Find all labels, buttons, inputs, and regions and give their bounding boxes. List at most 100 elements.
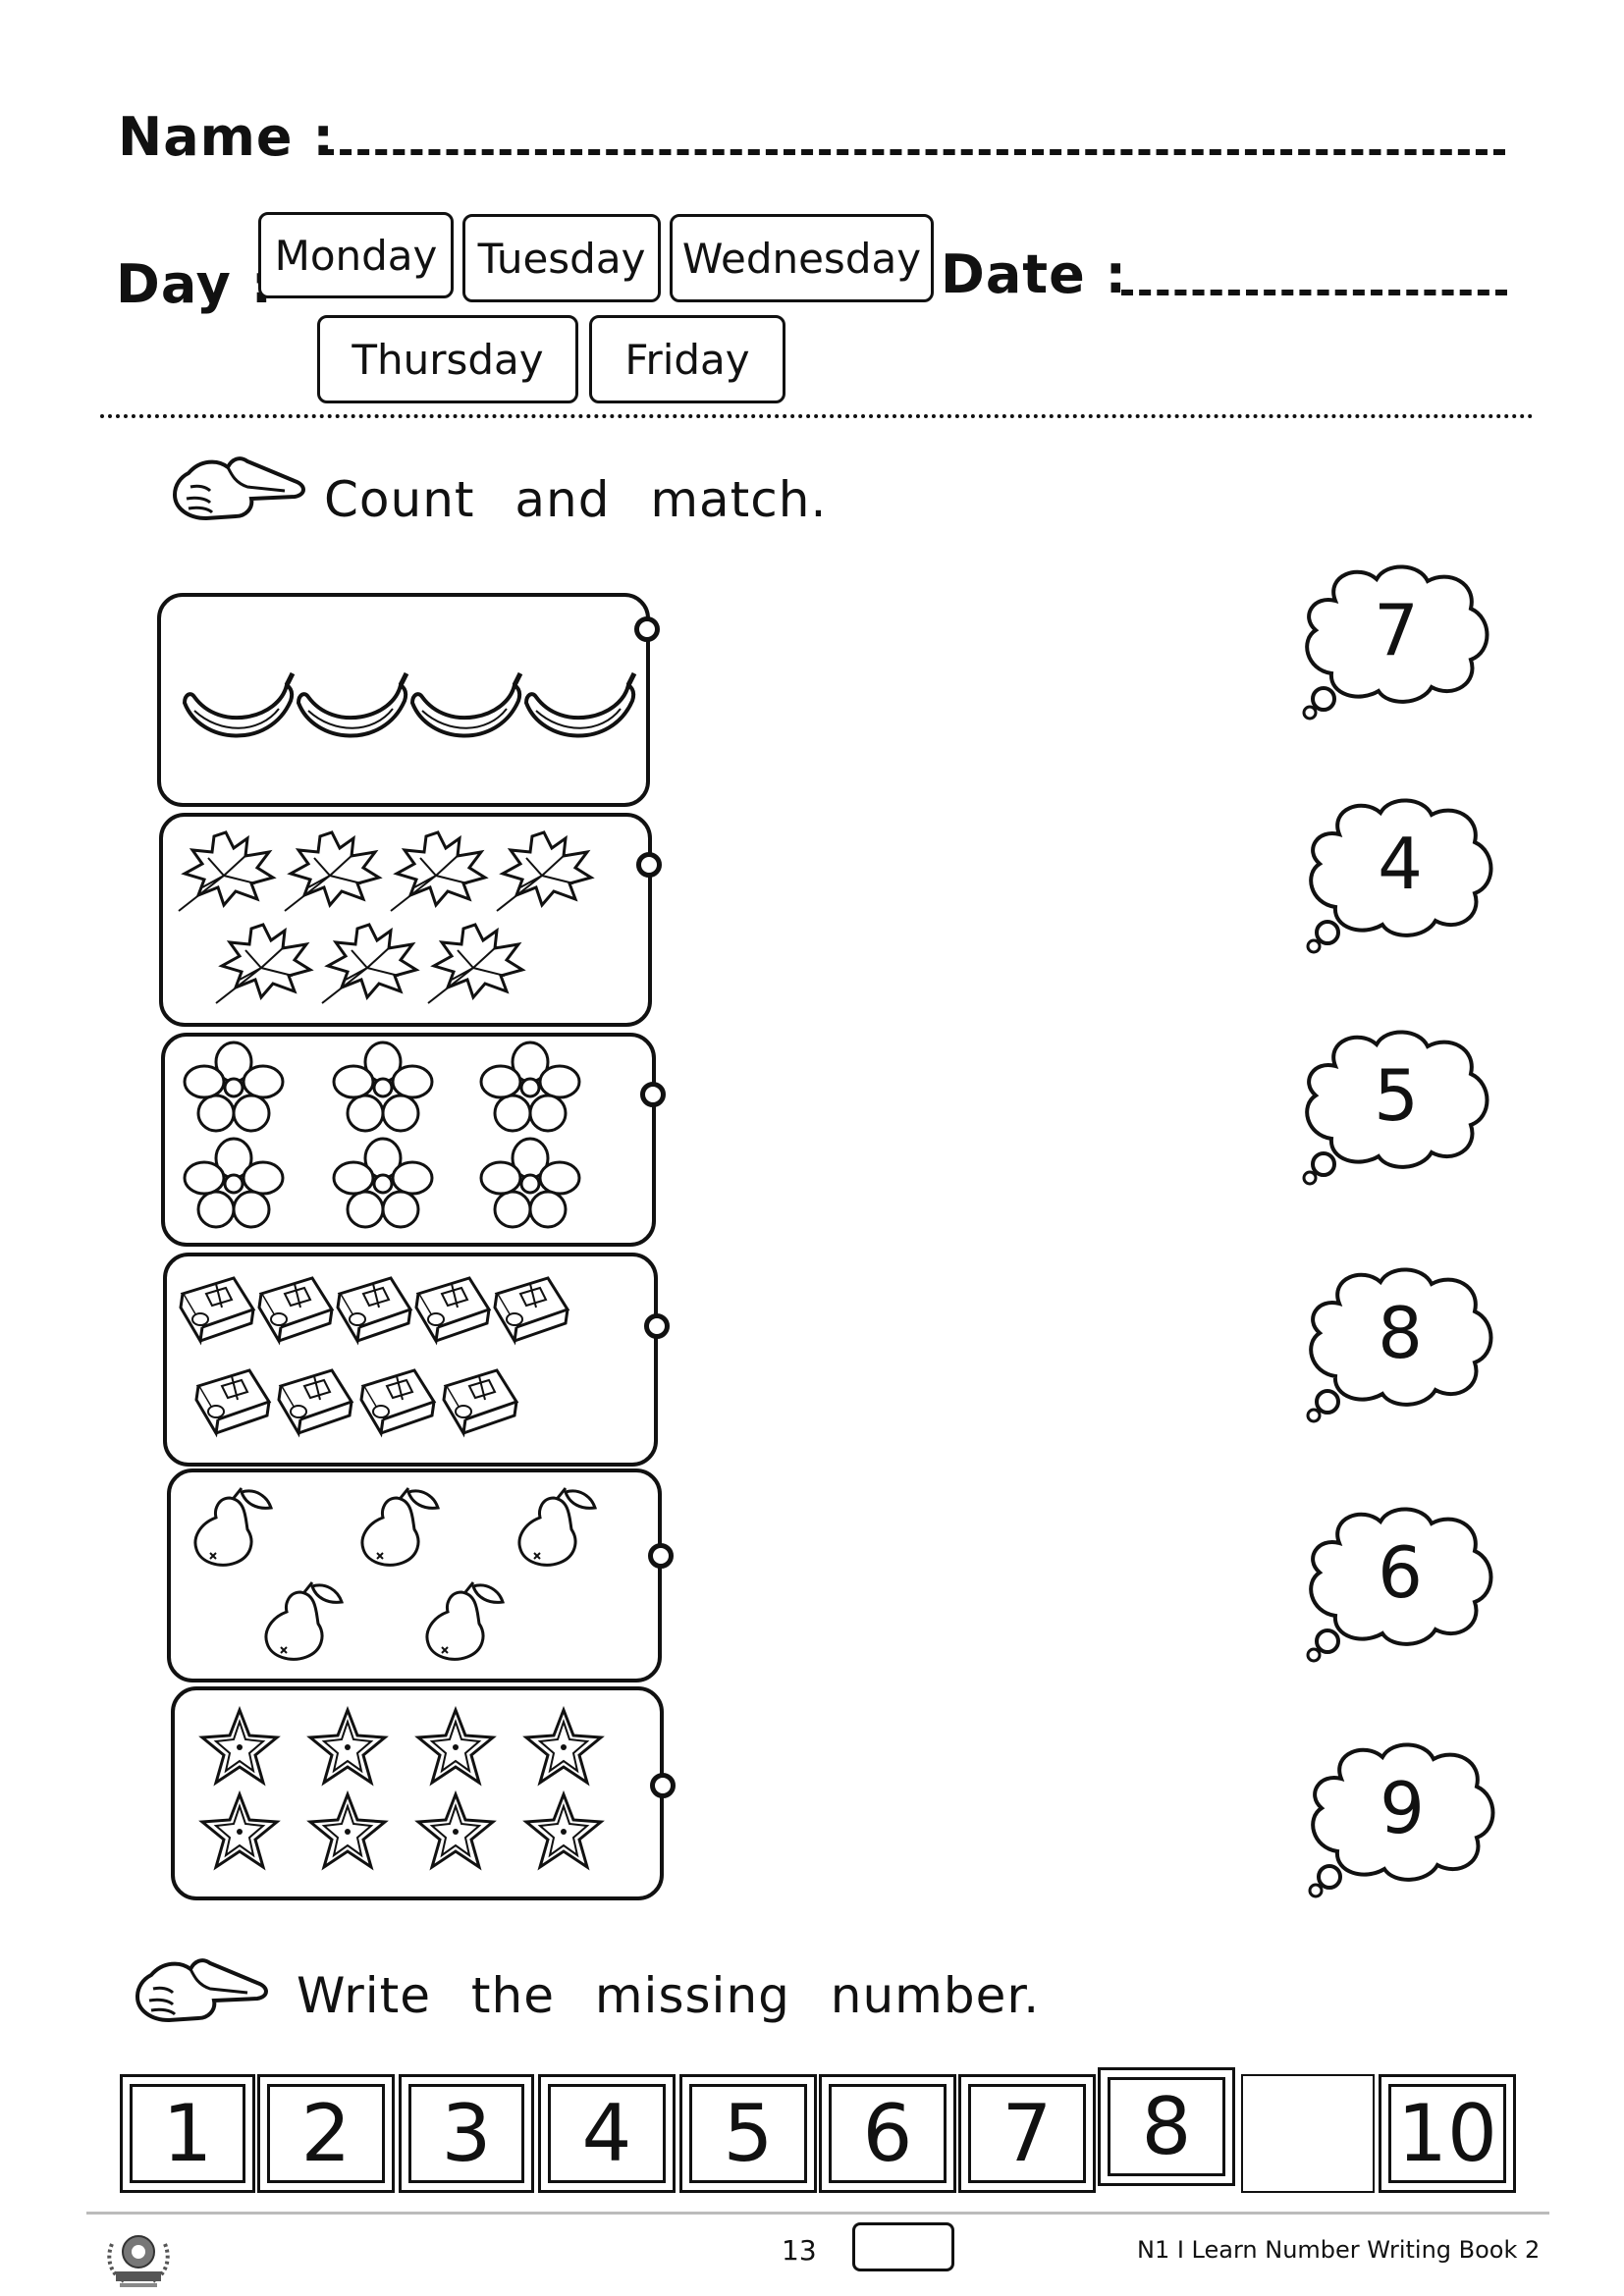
banana-group [161,597,652,807]
pear-icon [517,1486,597,1567]
instruction-count-match: Count and match. [324,471,828,528]
cloud-number: 5 [1374,1054,1419,1137]
number-cloud-3[interactable]: 5 [1296,1027,1502,1186]
number-box-5: 5 [679,2074,817,2193]
match-point-4[interactable] [644,1313,670,1339]
date-label: Date : [941,243,1128,305]
star-icon [200,1792,279,1869]
pear-icon [264,1580,344,1661]
number-value: 3 [408,2084,524,2183]
star-icon [416,1708,495,1785]
leaf-icon [283,830,381,913]
footer-rule [86,2212,1549,2215]
cloud-number: 6 [1378,1531,1423,1614]
number-cloud-4[interactable]: 8 [1300,1264,1506,1423]
number-cloud-5[interactable]: 6 [1300,1504,1506,1663]
leaf-icon [320,923,418,1005]
flower-icon [332,1137,434,1229]
sharpener-icon [336,1276,412,1343]
missing-number-box[interactable] [1241,2074,1375,2193]
day-option-wednesday[interactable]: Wednesday [670,214,934,302]
flower-icon [479,1041,581,1133]
sharpener-icon [179,1276,255,1343]
flower-icon [183,1041,285,1133]
number-box-7: 7 [958,2074,1096,2193]
number-box-8: 8 [1098,2067,1235,2186]
pear-icon [360,1486,440,1567]
number-value: 2 [267,2084,385,2183]
star-icon [524,1792,603,1869]
group-card-flowers [161,1033,656,1247]
match-point-5[interactable] [648,1543,674,1569]
group-card-bananas [157,593,650,807]
number-box-2: 2 [257,2074,395,2193]
day-label: Day : [116,253,274,315]
school-logo-icon [107,2235,170,2287]
pear-icon [193,1486,273,1567]
number-box-6: 6 [819,2074,956,2193]
sharpener-icon [277,1368,353,1435]
banana-icon [526,673,634,736]
day-option-thursday[interactable]: Thursday [317,315,578,403]
number-value: 4 [548,2084,666,2183]
star-icon [308,1792,387,1869]
star-icon [524,1708,603,1785]
banana-icon [298,673,406,736]
star-icon [308,1708,387,1785]
number-cloud-1[interactable]: 7 [1296,561,1502,721]
header-divider [100,414,1534,418]
number-cloud-2[interactable]: 4 [1300,795,1506,954]
cloud-number: 4 [1378,823,1423,905]
star-icon [200,1708,279,1785]
day-option-tuesday[interactable]: Tuesday [462,214,661,302]
banana-icon [412,673,520,736]
name-label: Name : [118,106,335,168]
instruction-missing-number: Write the missing number. [297,1967,1041,2024]
match-point-6[interactable] [650,1773,676,1798]
pointing-hand-icon [172,456,305,521]
sharpener-icon [442,1368,518,1435]
sharpener-group [179,1276,569,1435]
flower-icon [183,1137,285,1229]
number-box-10: 10 [1379,2074,1516,2193]
sharpener-icon [414,1276,491,1343]
pointing-hand-icon [135,1958,268,2023]
cloud-number: 7 [1374,589,1419,671]
missing-number-input[interactable] [1250,2083,1366,2184]
match-point-3[interactable] [640,1082,666,1107]
number-cloud-6[interactable]: 9 [1302,1739,1508,1898]
flower-icon [479,1137,581,1229]
number-box-3: 3 [399,2074,534,2193]
page-score-box[interactable] [852,2222,954,2271]
date-field[interactable] [1121,290,1507,295]
leaf-icon [426,923,524,1005]
number-box-1: 1 [120,2074,255,2193]
number-value: 7 [968,2084,1086,2183]
star-icon [416,1792,495,1869]
sharpener-icon [493,1276,569,1343]
leaf-icon [389,830,487,913]
page-number: 13 [782,2234,817,2267]
leaf-icon [177,830,275,913]
day-option-friday[interactable]: Friday [589,315,785,403]
number-value: 6 [829,2084,947,2183]
pear-icon [425,1580,505,1661]
number-value: 1 [130,2084,245,2183]
cloud-number: 9 [1380,1767,1425,1849]
group-card-stars [171,1686,664,1900]
group-card-pears [167,1468,662,1682]
book-title: N1 I Learn Number Writing Book 2 [1137,2236,1541,2264]
day-option-monday[interactable]: Monday [258,212,454,298]
flower-icon [332,1041,434,1133]
match-point-2[interactable] [636,852,662,878]
pear-group [193,1486,597,1661]
number-value: 8 [1108,2077,1225,2176]
name-field[interactable] [322,149,1505,155]
number-value: 10 [1388,2084,1506,2183]
group-card-sharpeners [163,1253,658,1467]
match-point-1[interactable] [634,616,660,642]
leaf-icon [214,923,312,1005]
group-card-leaves [159,813,652,1027]
leaf-group [177,830,593,1005]
number-box-4: 4 [538,2074,676,2193]
